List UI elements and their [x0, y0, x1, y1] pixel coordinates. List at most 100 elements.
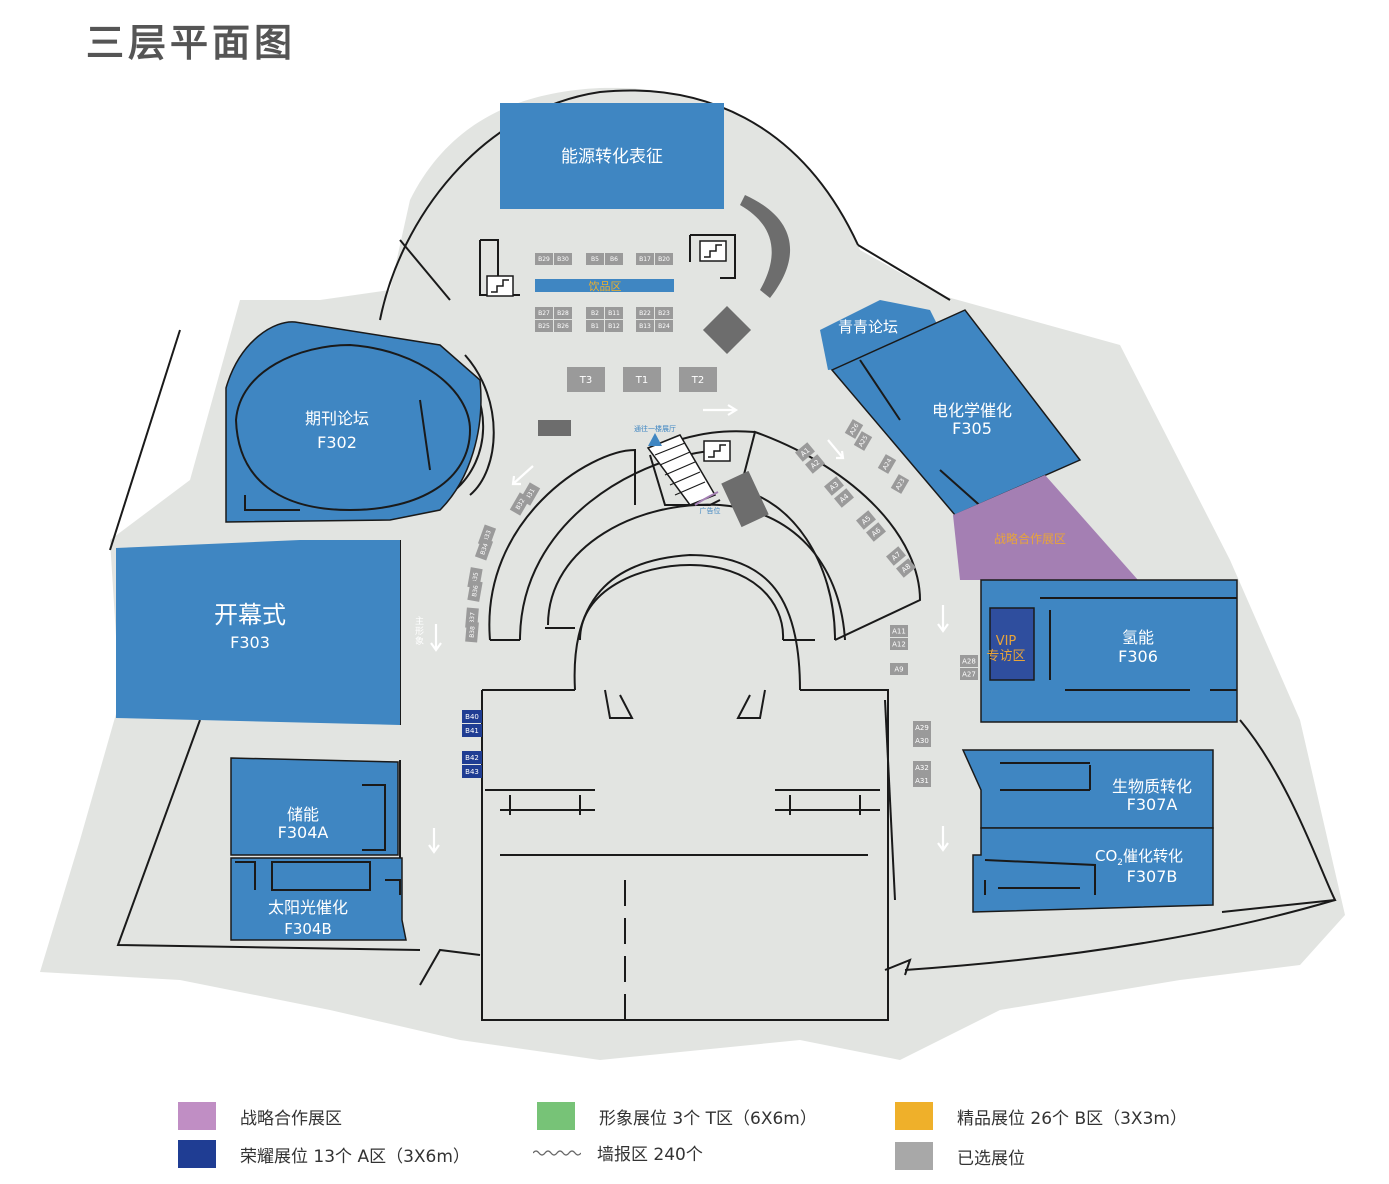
- booth-B13[interactable]: B13: [636, 320, 654, 332]
- booth-label: B33: [482, 529, 493, 543]
- hall-opening-label: 开幕式: [214, 601, 286, 629]
- booth-label: B37: [469, 612, 477, 624]
- hall-electro-code: F305: [952, 419, 992, 438]
- booth-box: [462, 710, 482, 723]
- booth-box: [913, 761, 931, 774]
- hall-strategic[interactable]: 战略合作展区: [953, 475, 1138, 580]
- drinks-label: 饮品区: [589, 280, 622, 293]
- booth-box: [824, 476, 844, 496]
- hall-electro[interactable]: 电化学催化 F305: [830, 309, 1082, 516]
- booth-B28[interactable]: B28: [554, 307, 572, 319]
- booth-A29[interactable]: A29: [913, 721, 931, 734]
- booth-B29[interactable]: B29: [535, 253, 553, 265]
- hall-solar[interactable]: 太阳光催化 F304B: [230, 857, 407, 941]
- vip-interview[interactable]: VIP 专访区: [986, 607, 1035, 681]
- booth-box: [462, 751, 482, 764]
- hall-co2-code: F307B: [1127, 867, 1178, 886]
- booth-label: A30: [915, 737, 929, 745]
- booth-B34[interactable]: B34: [474, 537, 494, 561]
- booth-B17[interactable]: B17: [636, 253, 654, 265]
- hall-biomass-label: 生物质转化: [1112, 777, 1192, 796]
- booth-label: B30: [557, 256, 569, 263]
- booth-label: B25: [538, 323, 550, 330]
- to-first-floor-label: 通往一楼展厅: [634, 424, 676, 433]
- booth-B20[interactable]: B20: [655, 253, 673, 265]
- vip-label-2: 专访区: [986, 649, 1025, 664]
- booth-box: [679, 367, 717, 392]
- booth-A6[interactable]: A6: [866, 522, 886, 542]
- booth-B22[interactable]: B22: [636, 307, 654, 319]
- booth-B41[interactable]: B41: [462, 724, 482, 737]
- hall-storage[interactable]: 储能 F304A: [230, 757, 399, 856]
- booth-B42[interactable]: B42: [462, 751, 482, 764]
- booth-T1[interactable]: T1: [623, 367, 661, 392]
- booth-box: [586, 253, 604, 265]
- booth-B38[interactable]: B38: [465, 621, 479, 643]
- booth-B32[interactable]: B32: [509, 492, 531, 516]
- booth-B25[interactable]: B25: [535, 320, 553, 332]
- booth-B6[interactable]: B6: [605, 253, 623, 265]
- booth-box: [465, 621, 479, 643]
- drinks-area[interactable]: 饮品区: [535, 279, 674, 293]
- hall-opening[interactable]: 开幕式 F303: [116, 540, 400, 725]
- booth-B36[interactable]: B36: [467, 580, 483, 602]
- booth-B43[interactable]: B43: [462, 765, 482, 778]
- booth-B12[interactable]: B12: [605, 320, 623, 332]
- booth-B23[interactable]: B23: [655, 307, 673, 319]
- page-title: 三层平面图: [86, 21, 297, 65]
- hall-co2[interactable]: CO2催化转化 F307B: [972, 827, 1214, 913]
- hall-youth[interactable]: 青青论坛: [820, 300, 945, 370]
- hall-solar-code: F304B: [284, 920, 332, 938]
- booth-B5[interactable]: B5: [586, 253, 604, 265]
- booth-A25[interactable]: A25: [853, 431, 873, 451]
- booth-A8[interactable]: A8: [896, 558, 916, 578]
- booth-box: [462, 765, 482, 778]
- booth-A9[interactable]: A9: [890, 663, 908, 675]
- booth-box: [890, 474, 910, 494]
- booth-A12[interactable]: A12: [890, 638, 908, 650]
- booth-A2[interactable]: A2: [805, 454, 825, 474]
- booth-T3[interactable]: T3: [567, 367, 605, 392]
- booth-B24[interactable]: B24: [655, 320, 673, 332]
- booth-A28[interactable]: A28: [960, 655, 978, 667]
- booth-A24[interactable]: A24: [877, 454, 897, 474]
- booth-box: [890, 638, 908, 650]
- booth-box: [636, 307, 654, 319]
- booth-box: [844, 419, 864, 439]
- hall-journal[interactable]: 期刊论坛 F302: [225, 321, 482, 523]
- booth-label: B42: [465, 754, 479, 762]
- kiosk-left: [538, 420, 571, 436]
- booth-label: A12: [892, 640, 906, 648]
- booth-B40[interactable]: B40: [462, 710, 482, 723]
- booth-A31[interactable]: A31: [913, 774, 931, 787]
- booth-T2[interactable]: T2: [679, 367, 717, 392]
- booth-A4[interactable]: A4: [834, 488, 854, 508]
- hall-energy[interactable]: 能源转化表征: [500, 103, 724, 209]
- hall-journal-code: F302: [317, 433, 357, 452]
- booth-B2[interactable]: B2: [586, 307, 604, 319]
- hall-biomass[interactable]: 生物质转化 F307A: [961, 749, 1214, 829]
- booth-A32[interactable]: A32: [913, 761, 931, 774]
- booth-B26[interactable]: B26: [554, 320, 572, 332]
- booth-A27[interactable]: A27: [960, 668, 978, 680]
- booth-label: B20: [658, 256, 670, 263]
- booth-A1[interactable]: A1: [795, 442, 815, 462]
- booth-A11[interactable]: A11: [890, 625, 908, 637]
- booth-A30[interactable]: A30: [913, 734, 931, 747]
- hall-solar-label: 太阳光催化: [268, 898, 348, 917]
- booth-box: [462, 724, 482, 737]
- booth-A5[interactable]: A5: [856, 510, 876, 530]
- booth-B30[interactable]: B30: [554, 253, 572, 265]
- hall-opening-code: F303: [230, 633, 270, 652]
- booth-B1[interactable]: B1: [586, 320, 604, 332]
- booth-A23[interactable]: A23: [890, 474, 910, 494]
- booth-A3[interactable]: A3: [824, 476, 844, 496]
- booth-B27[interactable]: B27: [535, 307, 553, 319]
- booth-A26[interactable]: A26: [844, 419, 864, 439]
- hall-storage-label: 储能: [287, 805, 319, 824]
- legend-strategic-label: 战略合作展区: [240, 1108, 342, 1129]
- booth-A7[interactable]: A7: [886, 546, 906, 566]
- booth-B11[interactable]: B11: [605, 307, 623, 319]
- booth-label: B22: [639, 310, 651, 317]
